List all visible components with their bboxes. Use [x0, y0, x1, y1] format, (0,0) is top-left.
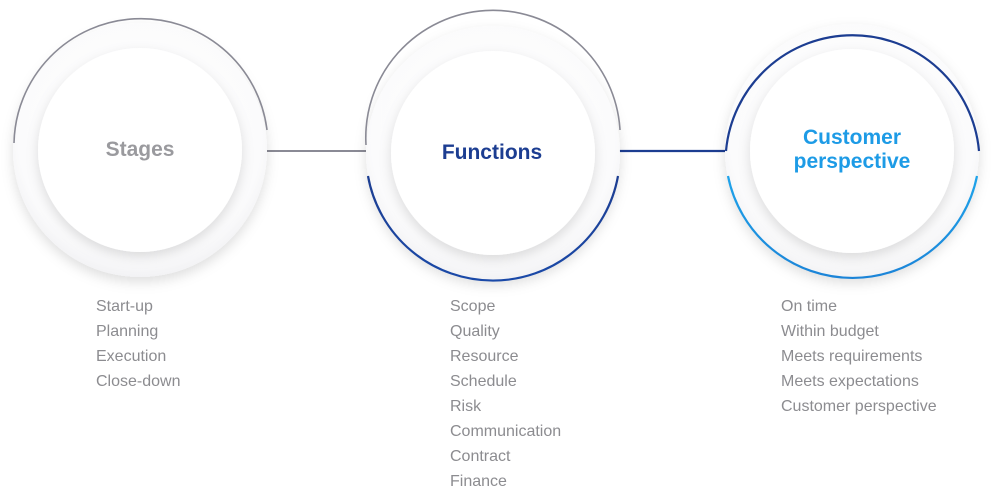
functions-item-quality: Quality: [450, 323, 500, 340]
functions-title: Functions: [441, 141, 543, 164]
customer-item-on-time: On time: [781, 298, 838, 315]
customer-ring-top-arc: [724, 34, 981, 152]
stages-circle: [13, 17, 268, 277]
customer-circle: [724, 24, 981, 280]
customer-list: On time Within budget Meets requirements…: [781, 294, 937, 419]
customer-item-meets-expectations: Meets expectations: [781, 373, 919, 390]
stages-item-start-up: Start-up: [96, 298, 153, 315]
stages-title: Stages: [105, 138, 175, 161]
stages-item-close-down: Close-down: [96, 373, 181, 390]
customer-ring-bottom-arc: [726, 175, 979, 280]
functions-item-communication: Communication: [450, 423, 562, 440]
stages-list: Start-up Planning Execution Close-down: [96, 294, 180, 394]
customer-item-customer-perspective: Customer perspective: [781, 398, 937, 415]
functions-item-contract: Contract: [450, 448, 511, 465]
functions-item-risk: Risk: [450, 398, 482, 415]
functions-ring-top-arc: [364, 9, 621, 146]
functions-circle: [364, 9, 621, 282]
customer-title: Customer perspective: [752, 126, 952, 174]
stages-ring-arc: [13, 17, 268, 144]
stages-item-execution: Execution: [96, 348, 167, 365]
functions-item-schedule: Schedule: [450, 373, 517, 390]
customer-title-line2: perspective: [793, 150, 911, 173]
functions-item-finance: Finance: [450, 473, 507, 490]
customer-title-line1: Customer: [802, 126, 902, 149]
functions-list: Scope Quality Resource Schedule Risk Com…: [450, 294, 561, 494]
functions-item-scope: Scope: [450, 298, 496, 315]
stages-item-planning: Planning: [96, 323, 159, 340]
customer-item-within-budget: Within budget: [781, 323, 879, 340]
functions-item-resource: Resource: [450, 348, 519, 365]
functions-ring-bottom-arc: [366, 175, 620, 282]
customer-item-meets-requirements: Meets requirements: [781, 348, 923, 365]
